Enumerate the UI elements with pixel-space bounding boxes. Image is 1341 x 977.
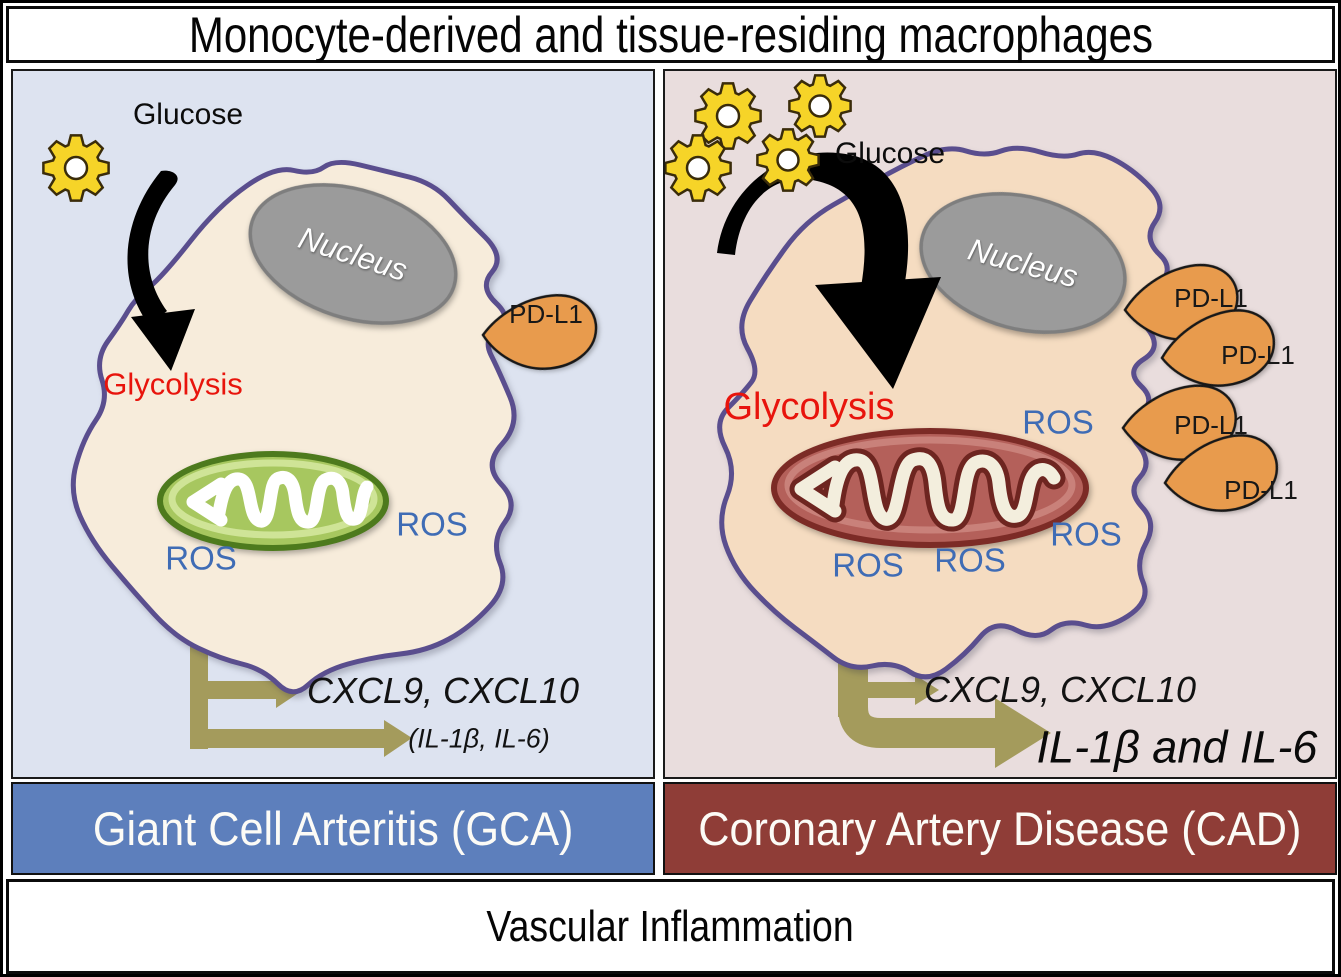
gca-disease-label: Giant Cell Arteritis (GCA): [92, 802, 574, 855]
chemokines-label: CXCL9, CXCL10: [306, 670, 580, 711]
cad-disease-label: Coronary Artery Disease (CAD): [698, 802, 1302, 855]
cad-art: [665, 74, 1279, 768]
gear-hole: [63, 155, 89, 181]
pdl1-label: PD-L1: [1174, 410, 1248, 440]
interleukins-label: (IL-1β, IL-6): [408, 723, 550, 754]
mitochondria-gloss: [784, 436, 1076, 534]
gear-hole: [776, 148, 800, 172]
nucleus-ellipse: [248, 183, 458, 325]
glycolysis-label: Glycolysis: [103, 366, 243, 402]
title-banner: Monocyte-derived and tissue-residing mac…: [6, 6, 1335, 63]
pdl1-label: PD-L1: [1221, 340, 1295, 370]
panel-gca: Glucose Nucleus Glycolysis ROS ROS PD-L1…: [11, 69, 655, 779]
gear-hole: [685, 155, 711, 181]
mitochondria: [157, 451, 389, 551]
mitochondria-cristae: [186, 470, 374, 529]
secretion-arrowhead-interleukins: [384, 720, 412, 757]
outcome-banner: Vascular Inflammation: [6, 879, 1335, 974]
ros-label: ROS: [1022, 403, 1094, 441]
pdl1-drop: [1163, 434, 1279, 512]
pdl1-label: PD-L1: [1224, 475, 1298, 505]
secretion-arrowhead-interleukins: [995, 698, 1051, 768]
ros-label: ROS: [1050, 515, 1122, 553]
glucose-uptake-arrow: [127, 170, 195, 371]
glucose-gear-icon: [42, 134, 110, 202]
mitochondria-gloss: [168, 459, 378, 539]
uptake-arrowhead: [131, 309, 195, 371]
pdl1-drop: [481, 294, 598, 370]
ros-label: ROS: [165, 539, 237, 577]
secretion-branch-interleukins: [838, 671, 997, 748]
glucose-label: Glucose: [132, 98, 244, 131]
glycolysis-label: Glycolysis: [723, 386, 895, 428]
glucose-label: Glucose: [834, 137, 946, 170]
uptake-arrow-stem: [717, 152, 909, 293]
uptake-arrowhead: [815, 277, 941, 389]
cad-disease-bar: Coronary Artery Disease (CAD): [663, 782, 1337, 875]
nucleus-ellipse: [919, 192, 1127, 334]
figure-title: Monocyte-derived and tissue-residing mac…: [188, 6, 1153, 63]
ros-label: ROS: [396, 505, 468, 543]
mitochondria-cristae: [794, 452, 1061, 527]
glucose-gear-icons: [665, 74, 852, 202]
interleukins-label: IL-1β and IL-6: [1036, 721, 1318, 773]
uptake-arrow-stem: [127, 170, 178, 325]
panel-cad: Glucose Nucleus Glycolysis ROS ROS ROS R…: [663, 69, 1337, 779]
outcome-title: Vascular Inflammation: [486, 901, 855, 951]
gear-hole: [715, 103, 741, 129]
glucose-uptake-arrow: [717, 152, 941, 389]
gca-art: [42, 134, 598, 757]
secretion-arrowhead-chemokines: [915, 675, 939, 705]
ros-label: ROS: [832, 546, 904, 584]
ros-label: ROS: [934, 541, 1006, 579]
mitochondria: [771, 428, 1089, 548]
chemokines-label: CXCL9, CXCL10: [923, 669, 1197, 710]
pdl1-label: PD-L1: [1174, 283, 1248, 313]
gca-disease-bar: Giant Cell Arteritis (GCA): [11, 782, 655, 875]
secretion-branch-chemokines: [190, 681, 278, 699]
secretion-branch-interleukins: [190, 729, 386, 748]
gear-hole: [808, 94, 832, 118]
pdl1-label: PD-L1: [509, 299, 583, 329]
pdl1-drop: [1121, 384, 1237, 461]
pdl1-drop: [1160, 309, 1276, 387]
secretion-arrows: [190, 637, 412, 757]
